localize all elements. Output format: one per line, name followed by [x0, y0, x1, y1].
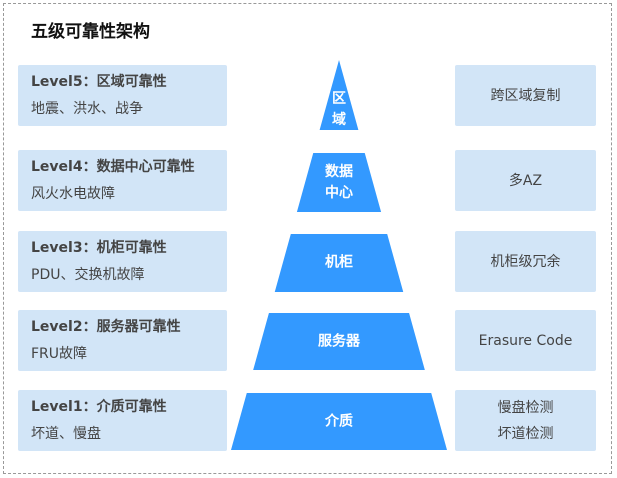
level-heading: Level2：服务器可靠性 — [31, 319, 181, 335]
pyramid-tier-label: 区域 — [332, 91, 346, 128]
pyramid-tier-label: 数据中心 — [325, 163, 353, 201]
level-heading: Level5：区域可靠性 — [31, 74, 167, 90]
level-1-box: Level1：介质可靠性坏道、慢盘 — [18, 390, 227, 451]
measure-text: 坏道检测 — [497, 425, 554, 442]
measure-text: 多AZ — [508, 172, 543, 189]
level-heading: Level4：数据中心可靠性 — [31, 159, 195, 175]
level-description: 风火水电故障 — [31, 186, 115, 202]
measure-text: 慢盘检测 — [497, 399, 554, 416]
pyramid-tier-label: 介质 — [325, 413, 353, 429]
pyramid-tier-label: 机柜 — [325, 254, 353, 271]
measure-box-level-4: 多AZ — [455, 150, 596, 211]
measure-text: Erasure Code — [478, 332, 573, 349]
pyramid-tier-label: 服务器 — [318, 333, 360, 349]
measure-text: 机柜级冗余 — [490, 253, 561, 270]
measure-box-level-2: Erasure Code — [455, 310, 596, 371]
level-heading: Level1：介质可靠性 — [31, 399, 167, 415]
level-4-box: Level4：数据中心可靠性风火水电故障 — [18, 150, 227, 211]
pyramid-tier-4 — [296, 153, 382, 212]
pyramid-tier-3 — [274, 234, 404, 292]
pyramid-tier-5 — [319, 60, 359, 130]
diagram-frame — [3, 3, 612, 474]
level-description: 坏道、慢盘 — [31, 426, 101, 442]
level-description: FRU故障 — [31, 346, 88, 362]
level-description: PDU、交换机故障 — [31, 267, 145, 283]
level-3-box: Level3：机柜可靠性 PDU、交换机故障 — [18, 231, 227, 292]
measure-box-level-5: 跨区域复制 — [455, 65, 596, 126]
measure-box-level-1: 慢盘检测坏道检测 — [455, 390, 596, 451]
level-5-box: Level5：区域可靠性地震、洪水、战争 — [18, 65, 227, 126]
pyramid-tier-1 — [231, 393, 447, 450]
diagram-title: 五级可靠性架构 — [31, 22, 150, 42]
level-heading: Level3：机柜可靠性 — [31, 240, 167, 256]
pyramid-tier-2 — [253, 313, 425, 370]
level-description: 地震、洪水、战争 — [31, 101, 143, 117]
measure-box-level-3: 机柜级冗余 — [455, 231, 596, 292]
level-2-box: Level2：服务器可靠性 FRU故障 — [18, 310, 227, 371]
measure-text: 跨区域复制 — [490, 87, 561, 104]
